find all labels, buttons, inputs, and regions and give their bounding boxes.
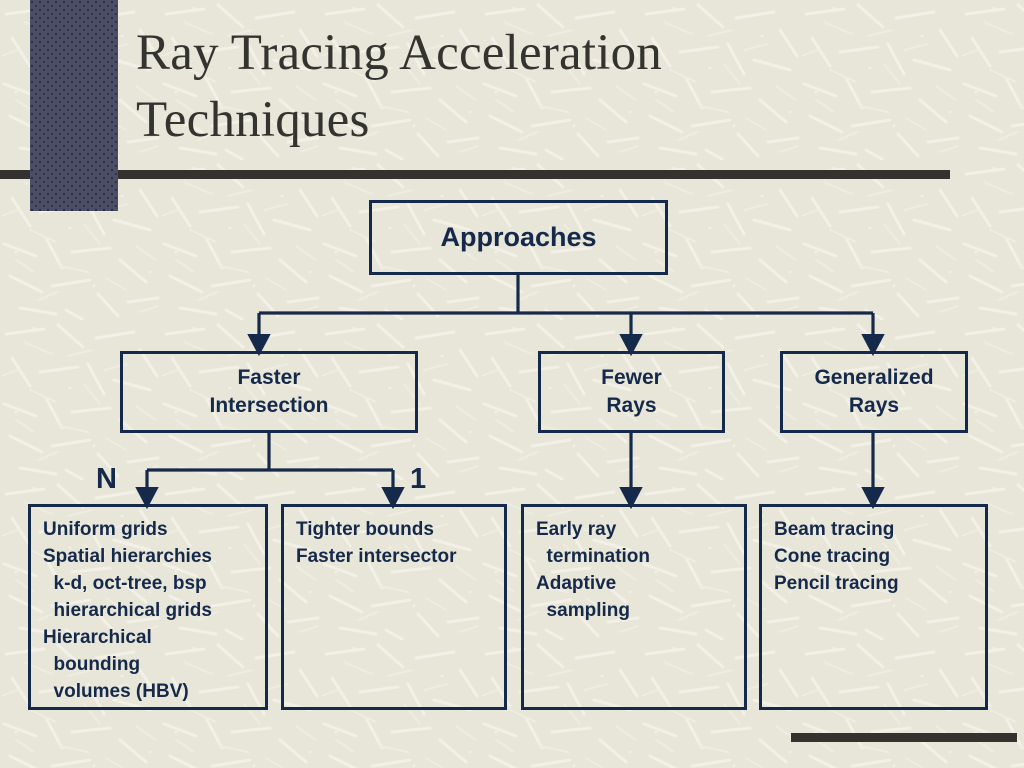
node-generalized-rays-label: Generalized Rays: [814, 365, 934, 417]
node-faster-intersection-label: Faster Intersection: [209, 365, 329, 417]
leaf-node-generalized-rays-methods[interactable]: Beam tracing Cone tracing Pencil tracing: [759, 504, 988, 710]
node-generalized-rays[interactable]: Generalized Rays: [780, 351, 968, 433]
edge-label-n: N: [96, 463, 117, 495]
node-approaches-label: Approaches: [440, 222, 597, 252]
leaf-node-faster-intersector[interactable]: Tighter bounds Faster intersector: [281, 504, 507, 710]
leaf-node-fewer-rays-methods[interactable]: Early ray termination Adaptive sampling: [521, 504, 747, 710]
node-faster-intersection[interactable]: Faster Intersection: [120, 351, 418, 433]
node-fewer-rays[interactable]: Fewer Rays: [538, 351, 725, 433]
node-fewer-rays-label: Fewer Rays: [601, 365, 662, 417]
leaf-node-spatial-subdivision[interactable]: Uniform grids Spatial hierarchies k-d, o…: [28, 504, 268, 710]
edge-label-one: 1: [410, 463, 427, 495]
node-approaches[interactable]: Approaches: [369, 200, 668, 275]
